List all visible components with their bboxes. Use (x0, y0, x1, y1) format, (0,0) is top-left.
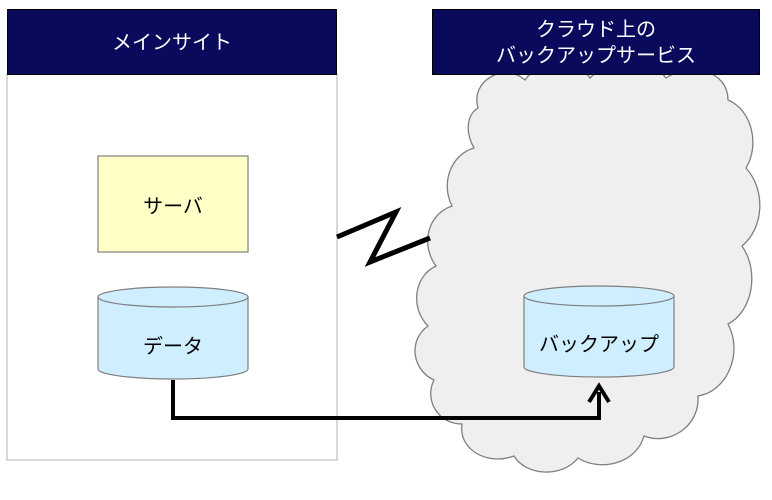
main-site-header: メインサイト (7, 9, 337, 75)
cloud-service-header: クラウド上の バックアップサービス (432, 9, 760, 75)
cloud-shape (414, 60, 761, 473)
backup-cylinder (523, 285, 675, 378)
main-site-title: メインサイト (112, 30, 232, 54)
server-box (97, 155, 249, 253)
cloud-title-line1: クラウド上の (536, 17, 656, 41)
cloud-title-line2: バックアップサービス (496, 43, 696, 67)
network-link (336, 206, 431, 267)
backup-arrow (171, 380, 611, 420)
server-label: サーバ (143, 193, 203, 218)
backup-label: バックアップ (539, 331, 659, 356)
data-cylinder (97, 286, 249, 380)
data-label: データ (143, 333, 203, 358)
